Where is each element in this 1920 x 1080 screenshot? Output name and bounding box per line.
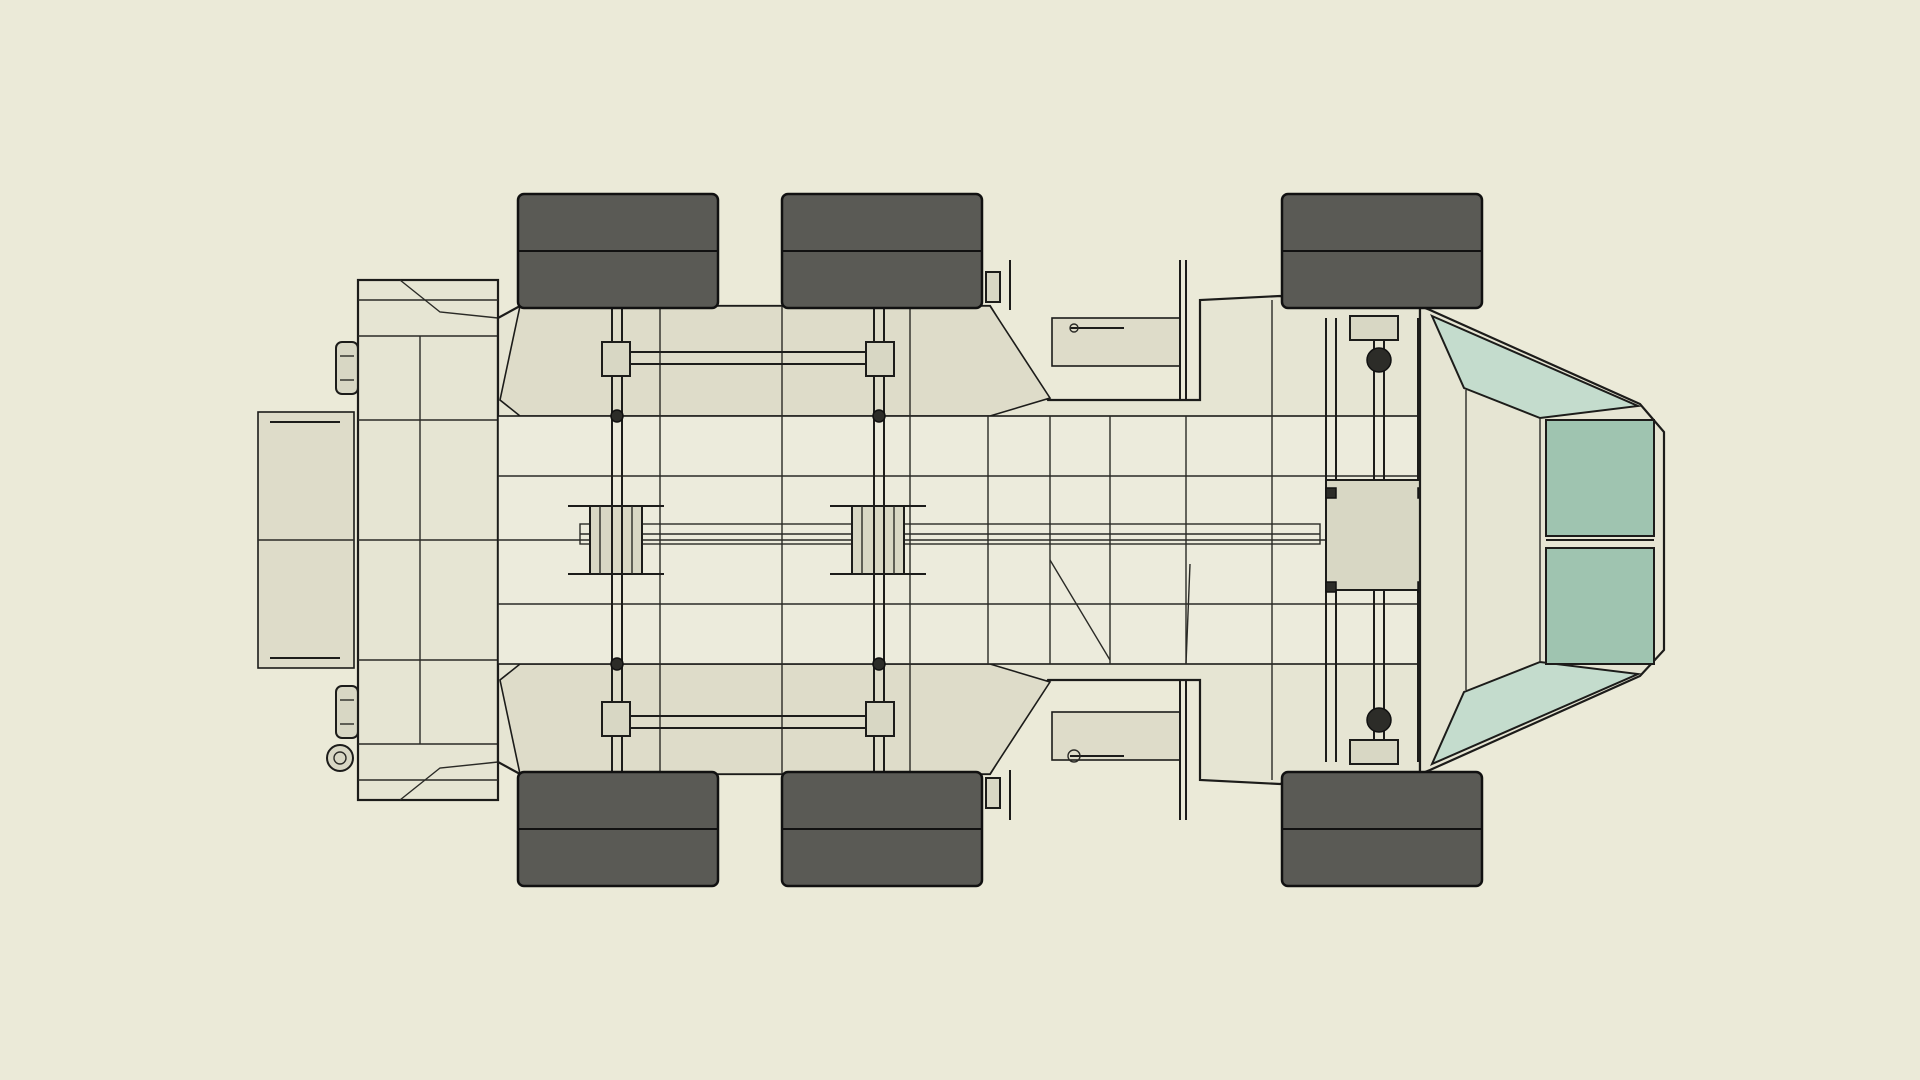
rear-tailgate — [257, 411, 355, 669]
wheel-front-right — [1280, 770, 1484, 888]
wheel-front-left — [1280, 192, 1484, 310]
differential-rear — [568, 505, 664, 575]
differential-middle — [830, 505, 926, 575]
tie-rod-bottom — [630, 715, 866, 729]
rear-hull — [356, 278, 500, 802]
tow-hook — [326, 744, 354, 772]
side-hatch-bottom — [1051, 711, 1181, 763]
axle-rear — [601, 306, 631, 774]
drive-shaft — [579, 523, 1321, 545]
wheel-middle-left — [780, 192, 984, 310]
fitting-bottom — [985, 770, 1011, 820]
rear-light-top — [335, 341, 359, 395]
mirror-post-bottom — [1179, 680, 1187, 820]
side-hatch-top — [1051, 317, 1181, 367]
windshield — [1545, 419, 1655, 665]
wheel-rear-right — [516, 770, 720, 888]
rear-light-bottom — [335, 685, 359, 739]
wheel-rear-left — [516, 192, 720, 310]
main-hull — [496, 294, 1422, 786]
wheel-middle-right — [780, 770, 984, 888]
mirror-post-top — [1179, 260, 1187, 400]
tie-rod-top — [630, 351, 866, 365]
fitting-top — [985, 260, 1011, 310]
axle-middle — [865, 306, 895, 774]
